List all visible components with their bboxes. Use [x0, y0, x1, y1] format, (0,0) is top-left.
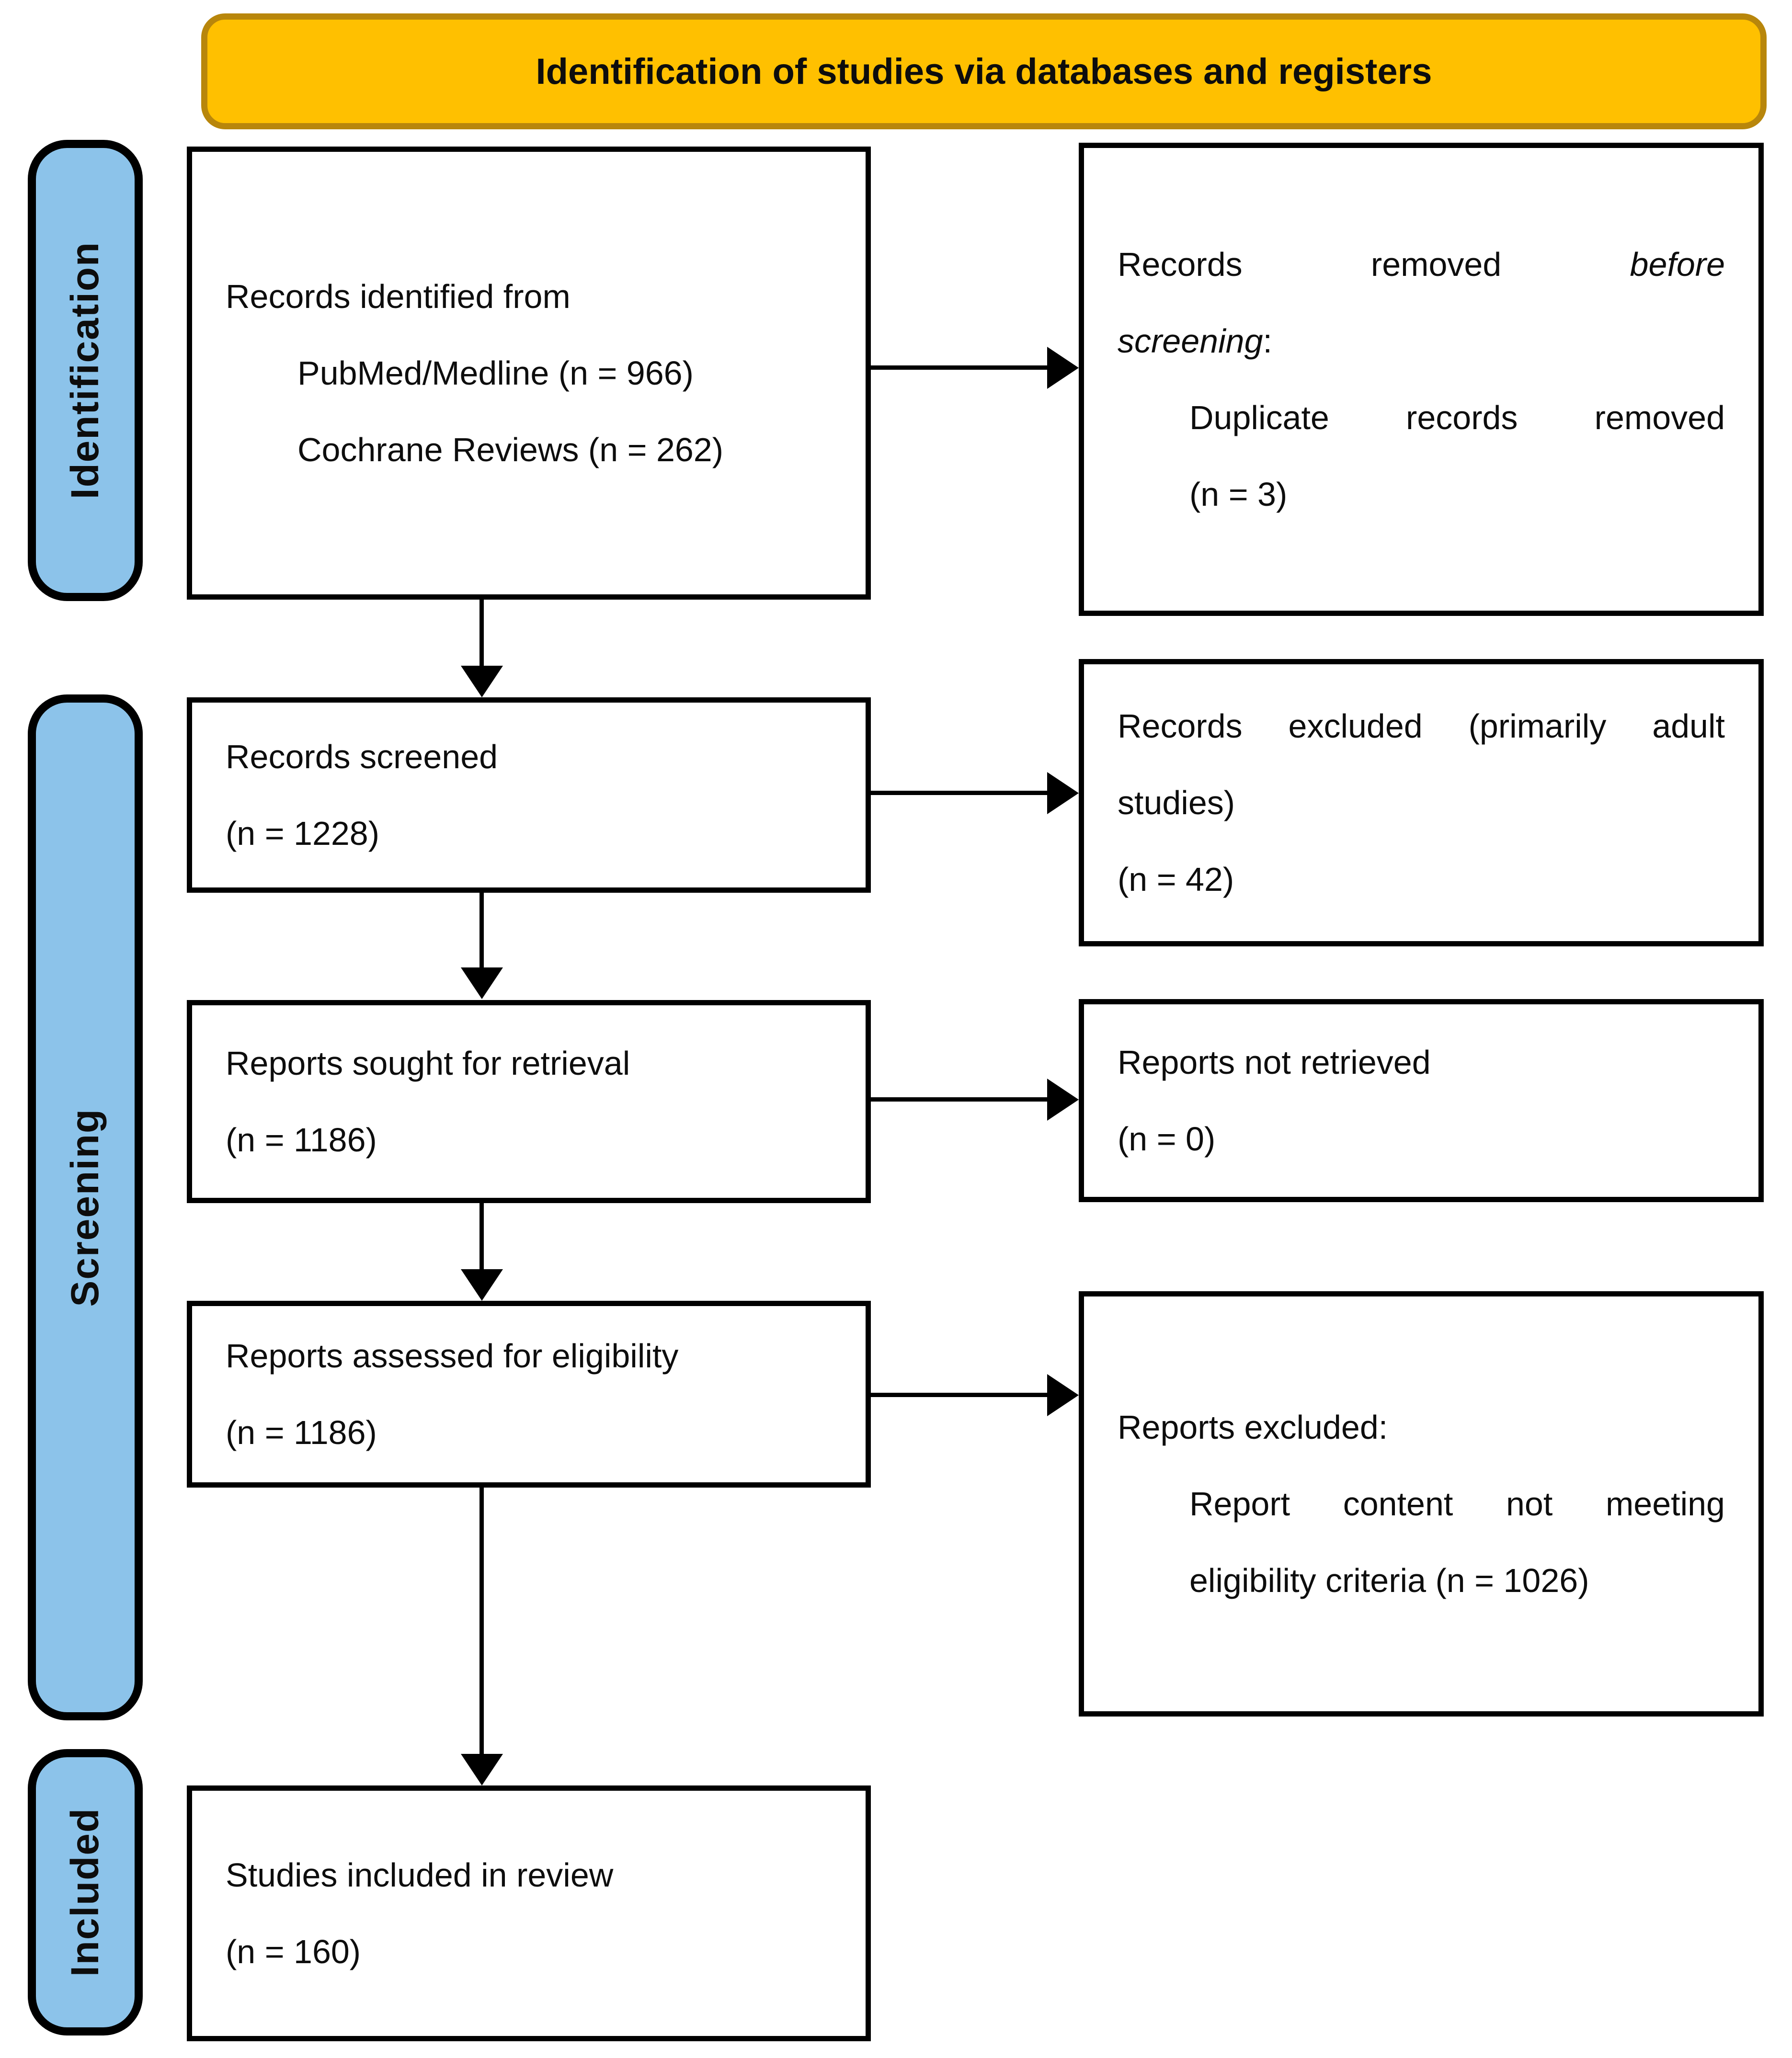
box-text-line: Duplicate records removed	[1189, 398, 1725, 437]
arrow-line-assessed-to-included	[479, 1488, 484, 1755]
arrow-head-down-icon	[461, 1754, 503, 1785]
box-text-segment: PubMed/Medline (n = 966)	[297, 354, 694, 392]
box-studies-included-in-review: Studies included in review (n = 160)	[187, 1785, 871, 2041]
arrow-line-screened-to-excluded	[870, 791, 1049, 795]
box-text-segment: Records excluded (primarily adult	[1118, 707, 1725, 745]
box-text-segment: Duplicate records removed	[1189, 399, 1725, 436]
box-text-line: Records removed before	[1118, 245, 1725, 284]
box-text-segment: studies)	[1118, 784, 1235, 821]
box-records-removed-before-screening: Records removed before screening: Duplicat…	[1079, 143, 1764, 616]
box-text-line: screening:	[1118, 322, 1725, 360]
arrow-head-down-icon	[461, 967, 503, 999]
arrow-line-screened-to-sought	[479, 893, 484, 968]
phase-label-screening: Screening	[28, 694, 143, 1720]
box-text-line: Reports assessed for eligibility	[226, 1337, 832, 1375]
phase-label-text: Screening	[63, 1108, 107, 1307]
box-text-segment: :	[1263, 322, 1272, 360]
box-text-segment: Records screened	[226, 738, 498, 775]
box-text-segment: screening	[1118, 322, 1263, 360]
box-text-line: studies)	[1118, 784, 1725, 822]
box-records-excluded: Records excluded (primarily adult studies…	[1079, 659, 1764, 946]
arrow-line-assessed-to-reports-excluded	[870, 1393, 1049, 1397]
box-text-line: Records screened	[226, 738, 832, 776]
arrow-head-down-icon	[461, 666, 503, 697]
box-text-segment: Reports sought for retrieval	[226, 1045, 630, 1082]
phase-label-text: Included	[63, 1808, 107, 1977]
box-text-line: (n = 1186)	[226, 1413, 832, 1452]
box-text-line: Records identified from	[226, 277, 832, 316]
box-text-segment: (n = 160)	[226, 1933, 361, 1970]
box-text-segment: Reports not retrieved	[1118, 1044, 1431, 1081]
box-text-segment: (n = 0)	[1118, 1120, 1216, 1158]
box-records-screened: Records screened (n = 1228)	[187, 697, 871, 893]
box-text-segment: before	[1630, 246, 1725, 283]
box-text-segment: Reports assessed for eligibility	[226, 1337, 679, 1375]
arrow-line-sought-to-not-retrieved	[870, 1097, 1049, 1102]
banner-label: Identification of studies via databases …	[536, 51, 1432, 92]
box-text-segment: Reports excluded:	[1118, 1409, 1388, 1446]
box-text-segment: (n = 3)	[1189, 476, 1288, 513]
box-text-line: (n = 42)	[1118, 860, 1725, 898]
box-text-line: Studies included in review	[226, 1856, 832, 1894]
box-text-segment: (n = 1186)	[226, 1121, 377, 1159]
box-reports-not-retrieved: Reports not retrieved (n = 0)	[1079, 999, 1764, 1202]
arrow-head-right-icon	[1047, 1079, 1079, 1121]
phase-label-identification: Identification	[28, 140, 143, 601]
box-reports-sought-for-retrieval: Reports sought for retrieval (n = 1186)	[187, 1000, 871, 1203]
box-text-line: (n = 3)	[1189, 475, 1725, 513]
phase-label-text: Identification	[63, 241, 107, 500]
arrow-line-sought-to-assessed	[479, 1203, 484, 1270]
box-text-segment: Report content not meeting	[1189, 1485, 1725, 1523]
box-text-line: Report content not meeting	[1189, 1485, 1725, 1523]
banner: Identification of studies via databases …	[201, 13, 1767, 129]
box-reports-excluded: Reports excluded: Report content not meet…	[1079, 1291, 1764, 1717]
arrow-head-right-icon	[1047, 1374, 1079, 1416]
box-text-line: eligibility criteria (n = 1026)	[1189, 1561, 1725, 1600]
box-text-line: (n = 1228)	[226, 814, 832, 853]
box-text-segment: Studies included in review	[226, 1856, 614, 1894]
box-text-line: Records excluded (primarily adult	[1118, 707, 1725, 745]
box-text-line: Reports sought for retrieval	[226, 1044, 832, 1082]
box-text-segment: (n = 1186)	[226, 1414, 377, 1451]
box-text-segment: Records identified from	[226, 278, 571, 315]
box-text-line: (n = 160)	[226, 1933, 832, 1971]
box-text-line: Reports excluded:	[1118, 1408, 1725, 1446]
box-reports-assessed-for-eligibility: Reports assessed for eligibility (n = 118…	[187, 1301, 871, 1488]
box-text-segment: (n = 1228)	[226, 815, 380, 852]
box-text-line: Cochrane Reviews (n = 262)	[297, 431, 832, 469]
arrow-head-right-icon	[1047, 772, 1079, 814]
arrow-line-identified-to-removed	[870, 365, 1049, 370]
arrow-line-identified-to-screened	[479, 600, 484, 669]
box-text-line: (n = 1186)	[226, 1121, 832, 1159]
arrow-head-right-icon	[1047, 347, 1079, 389]
box-text-segment: eligibility criteria (n = 1026)	[1189, 1562, 1589, 1599]
box-text-segment: Records removed	[1118, 246, 1630, 283]
box-text-line: Reports not retrieved	[1118, 1043, 1725, 1081]
arrow-head-down-icon	[461, 1269, 503, 1301]
box-text-line: (n = 0)	[1118, 1120, 1725, 1158]
box-text-segment: Cochrane Reviews (n = 262)	[297, 431, 724, 468]
box-text-segment: (n = 42)	[1118, 861, 1234, 898]
phase-label-included: Included	[28, 1749, 143, 2035]
box-text-line: PubMed/Medline (n = 966)	[297, 354, 832, 392]
